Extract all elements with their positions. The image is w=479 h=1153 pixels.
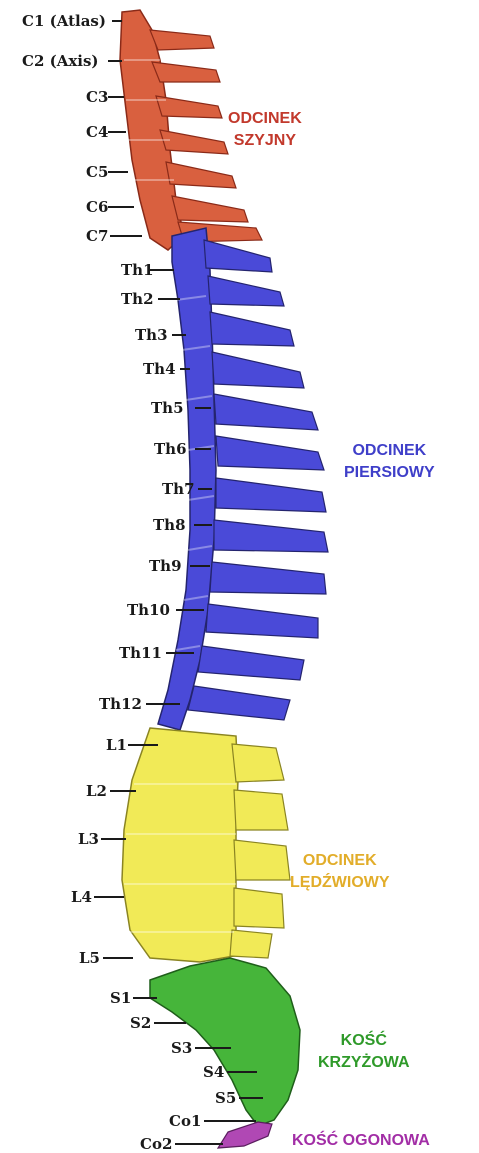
- tick-c5: [108, 171, 128, 173]
- label-s5: S5: [215, 1090, 236, 1106]
- tick-c4: [108, 131, 126, 133]
- region-label-lumbar: ODCINEK LĘDŹWIOWY: [290, 850, 390, 894]
- tick-c1: [112, 20, 122, 22]
- label-s1: S1: [110, 990, 131, 1006]
- tick-th3: [172, 334, 186, 336]
- lumbar-processes: [230, 744, 290, 958]
- label-s4: S4: [203, 1064, 224, 1080]
- tick-th9: [190, 565, 210, 567]
- region-cervical-line2: SZYJNY: [228, 130, 302, 152]
- tick-l2: [110, 790, 136, 792]
- region-label-coccyx: KOŚĆ OGONOWA: [292, 1130, 430, 1152]
- thoracic-segment: [158, 228, 328, 730]
- tick-th12: [146, 703, 180, 705]
- tick-s4: [227, 1071, 257, 1073]
- tick-co2: [175, 1143, 223, 1145]
- coccyx-body: [218, 1122, 272, 1148]
- label-l4: L4: [71, 889, 92, 905]
- tick-s2: [154, 1022, 186, 1024]
- region-sacral-line1: KOŚĆ: [318, 1030, 410, 1052]
- region-thoracic-line1: ODCINEK: [344, 440, 435, 462]
- tick-l5: [103, 957, 133, 959]
- label-th8: Th8: [153, 517, 186, 533]
- tick-co1: [204, 1120, 256, 1122]
- label-s2: S2: [130, 1015, 151, 1031]
- tick-l1: [128, 744, 158, 746]
- lumbar-body: [122, 728, 238, 962]
- tick-th11: [166, 652, 194, 654]
- tick-l3: [101, 838, 126, 840]
- label-th7: Th7: [162, 481, 195, 497]
- label-l5: L5: [79, 950, 100, 966]
- label-th12: Th12: [99, 696, 142, 712]
- tick-th1: [148, 269, 174, 271]
- lumbar-segment: [122, 728, 290, 962]
- label-co2: Co2: [140, 1136, 172, 1152]
- label-th3: Th3: [135, 327, 168, 343]
- region-thoracic-line2: PIERSIOWY: [344, 462, 435, 484]
- label-th11: Th11: [119, 645, 162, 661]
- label-th6: Th6: [154, 441, 187, 457]
- region-lumbar-line2: LĘDŹWIOWY: [290, 872, 390, 894]
- tick-c2: [108, 60, 122, 62]
- tick-s1: [133, 997, 157, 999]
- region-label-cervical: ODCINEK SZYJNY: [228, 108, 302, 152]
- tick-s5: [239, 1097, 263, 1099]
- tick-c6: [108, 206, 134, 208]
- tick-th6: [195, 448, 211, 450]
- tick-l4: [94, 896, 124, 898]
- label-th4: Th4: [143, 361, 176, 377]
- region-cervical-line1: ODCINEK: [228, 108, 302, 130]
- tick-th7: [198, 488, 212, 490]
- label-th10: Th10: [127, 602, 170, 618]
- label-l3: L3: [78, 831, 99, 847]
- coccyx-segment: [218, 1122, 272, 1148]
- label-c6: C6: [86, 199, 108, 215]
- label-c2: C2 (Axis): [22, 53, 99, 69]
- label-c1: C1 (Atlas): [22, 13, 106, 29]
- tick-th4: [180, 368, 190, 370]
- region-lumbar-line1: ODCINEK: [290, 850, 390, 872]
- tick-th5: [195, 407, 211, 409]
- region-label-sacral: KOŚĆ KRZYŻOWA: [318, 1030, 410, 1074]
- label-th2: Th2: [121, 291, 154, 307]
- region-label-thoracic: ODCINEK PIERSIOWY: [344, 440, 435, 484]
- label-c3: C3: [86, 89, 108, 105]
- label-co1: Co1: [169, 1113, 201, 1129]
- label-l2: L2: [86, 783, 107, 799]
- label-s3: S3: [171, 1040, 192, 1056]
- region-coccyx-line1: KOŚĆ OGONOWA: [292, 1130, 430, 1152]
- tick-th8: [194, 524, 212, 526]
- tick-th2: [158, 298, 180, 300]
- label-th5: Th5: [151, 400, 184, 416]
- label-l1: L1: [106, 737, 127, 753]
- label-c5: C5: [86, 164, 108, 180]
- tick-c7: [110, 235, 142, 237]
- label-c7: C7: [86, 228, 108, 244]
- label-th9: Th9: [149, 558, 182, 574]
- region-sacral-line2: KRZYŻOWA: [318, 1052, 410, 1074]
- tick-s3: [195, 1047, 231, 1049]
- tick-c3: [108, 96, 124, 98]
- label-c4: C4: [86, 124, 108, 140]
- tick-th10: [176, 609, 204, 611]
